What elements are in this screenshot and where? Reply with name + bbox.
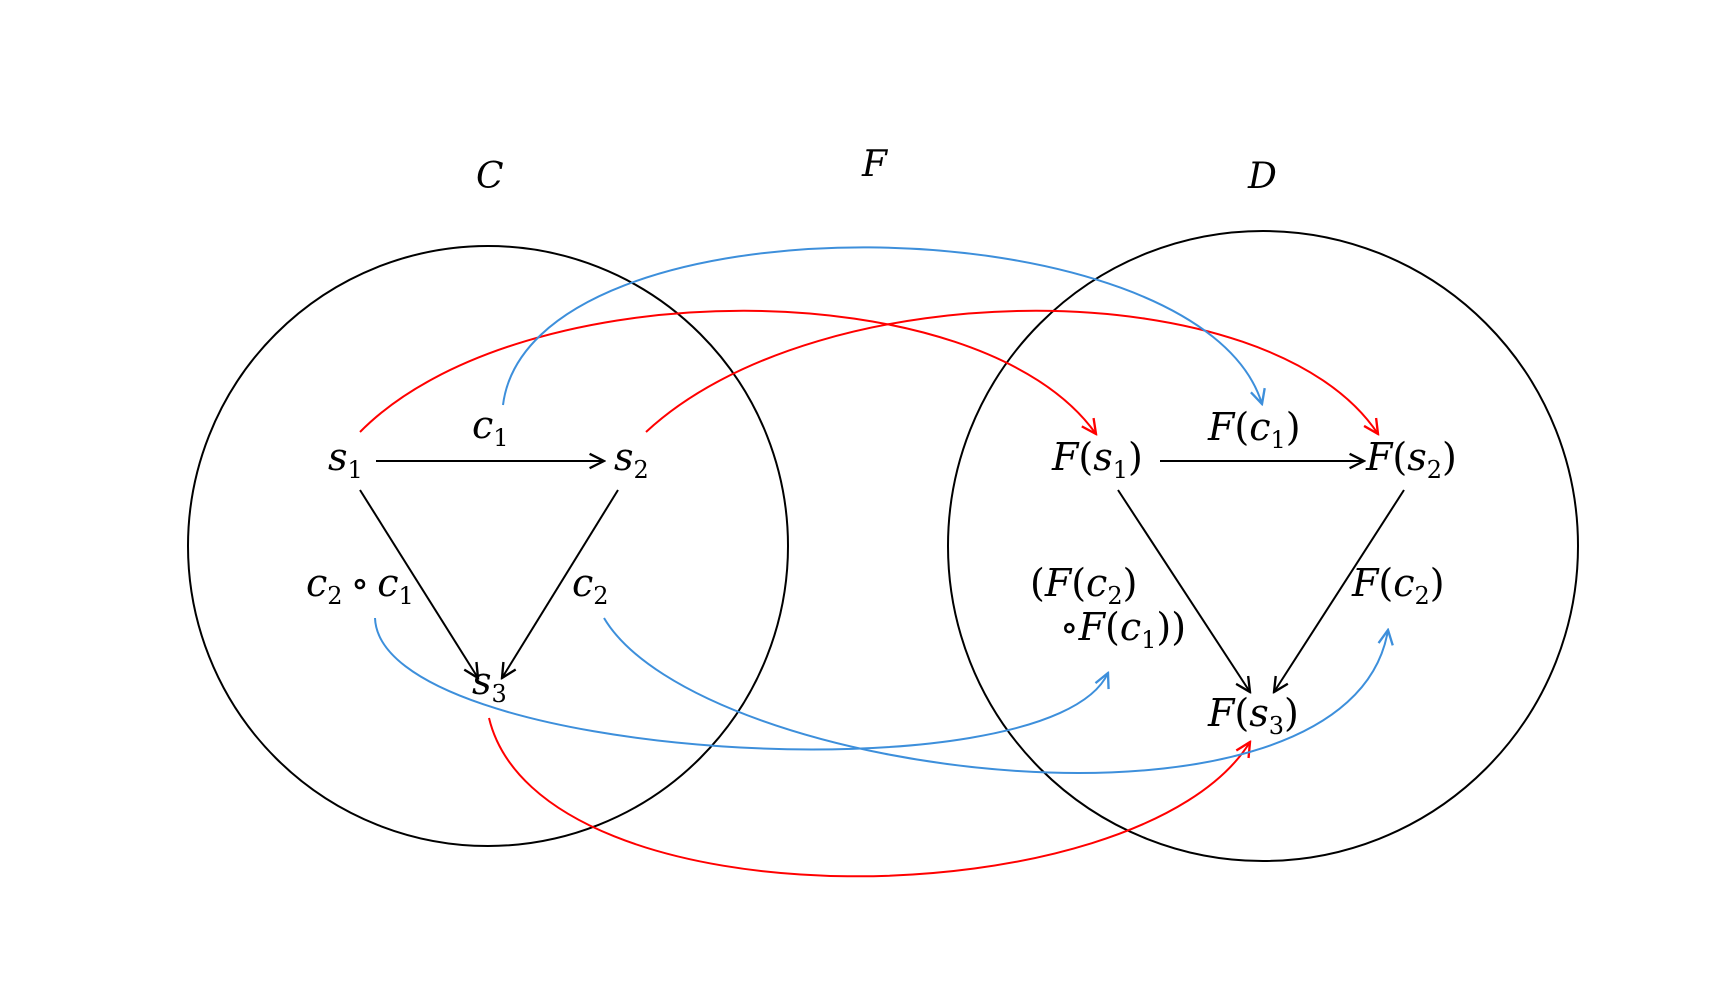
map-c1-to-fc1 — [502, 246, 1262, 405]
object-fs2: F(s2) — [1365, 435, 1457, 484]
object-s2: s2 — [614, 435, 649, 484]
morphism-fc1: F(c1) — [1207, 405, 1301, 454]
object-s3: s3 — [472, 659, 507, 708]
arrow-fs1-fs3 — [1117, 489, 1250, 692]
functor-f-label: F — [861, 144, 889, 185]
map-s1-to-fs1 — [359, 309, 1096, 434]
category-c-label: C — [476, 156, 504, 197]
category-d-label: D — [1247, 156, 1277, 197]
arrow-s2-s3 — [502, 489, 619, 678]
category-c-circle — [187, 245, 789, 847]
map-s2-to-fs2 — [645, 309, 1378, 434]
object-s1: s1 — [328, 435, 363, 484]
arrow-fs2-fs3 — [1274, 489, 1405, 692]
map-comp-to-fcomp — [374, 617, 1108, 751]
object-fs1: F(s1) — [1051, 435, 1143, 484]
morphism-fc2: F(c2) — [1351, 561, 1445, 610]
arrow-s1-s3 — [359, 489, 478, 678]
map-c2-to-fc2 — [603, 617, 1388, 774]
morphism-composite: c2∘c1 — [306, 561, 414, 610]
morphism-c1: c1 — [472, 403, 509, 452]
category-d-circle — [947, 230, 1579, 862]
morphism-fcomp-line1: (F(c2) — [1030, 561, 1137, 610]
object-fs3: F(s3) — [1207, 691, 1299, 740]
map-s3-to-fs3 — [488, 717, 1250, 878]
morphism-c2: c2 — [572, 561, 609, 610]
morphism-fcomp-line2: ∘F(c1)) — [1060, 605, 1186, 654]
